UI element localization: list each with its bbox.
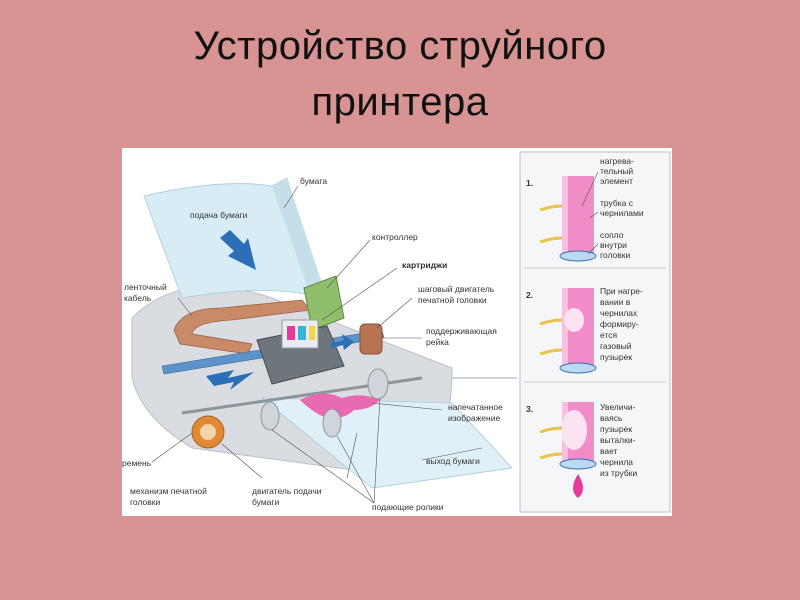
- label-paper: бумага: [300, 176, 327, 186]
- printed-image: [300, 393, 380, 419]
- step-3-line: ваясь: [600, 413, 623, 423]
- label-stepper-2: печатной головки: [418, 295, 487, 305]
- step-2-tube: [539, 288, 597, 374]
- cartridge-yellow: [309, 326, 315, 340]
- label-rail-1: поддерживающая: [426, 326, 497, 336]
- step-3-num: 3.: [526, 404, 533, 414]
- label-printed-1: напечатанное: [448, 402, 503, 412]
- step-3-line: чернила: [600, 457, 633, 467]
- step-2-line: ется: [600, 330, 617, 340]
- step-3-line: пузырек: [600, 424, 632, 434]
- step-3-text: Увеличи- ваясь пузырек выталки- вает чер…: [600, 402, 637, 478]
- title-line-2: принтера: [311, 80, 489, 124]
- step-3-line: Увеличи-: [600, 402, 636, 412]
- label-ribbon-cable-1: ленточный: [124, 282, 167, 292]
- step-2-line: пузырек: [600, 352, 632, 362]
- label-belt: ремень: [122, 458, 152, 468]
- label-output: выход бумаги: [426, 456, 480, 466]
- label-stepper-1: шаговый двигатель: [418, 284, 495, 294]
- label-feed-motor-1: двигатель подачи: [252, 486, 322, 496]
- slide-title: Устройство струйного принтера: [0, 18, 800, 130]
- roller-1: [260, 401, 280, 431]
- step-1-line: нагрева-: [600, 156, 634, 166]
- step-2-line: формиру-: [600, 319, 639, 329]
- step-1-line: элемент: [600, 176, 633, 186]
- label-head-mech-2: головки: [130, 497, 160, 507]
- label-feed-motor-2: бумаги: [252, 497, 280, 507]
- paper-feed-arrow: [220, 230, 256, 270]
- roller-3: [367, 368, 389, 400]
- controller-board: [303, 275, 345, 331]
- label-ribbon-cable-2: кабель: [124, 293, 152, 303]
- step-2-line: При нагре-: [600, 286, 643, 296]
- label-rail-2: рейка: [426, 337, 449, 347]
- ink-drop: [573, 474, 583, 498]
- inset-panel: [519, 151, 671, 513]
- label-printed-2: изображение: [448, 413, 500, 423]
- step-3-tube: [539, 402, 597, 498]
- stepper-motor: [359, 323, 383, 355]
- step-1-num: 1.: [526, 178, 533, 188]
- ribbon-cable: [173, 299, 311, 355]
- label-cartridges: картриджи: [402, 260, 447, 270]
- label-head-mech-1: механизм печатной: [130, 486, 207, 496]
- roller-2: [322, 408, 342, 438]
- step-1-line: внутри: [600, 240, 627, 250]
- step-1-line: трубка с: [600, 198, 634, 208]
- step-1-tube: [539, 176, 597, 262]
- step-1-text: нагрева- тельный элемент трубка с чернил…: [600, 156, 644, 260]
- carriage-arrow-right: [330, 334, 354, 350]
- gear-hub: [200, 424, 216, 440]
- step-2-line: чернилах: [600, 308, 638, 318]
- step-1-line: тельный: [600, 166, 633, 176]
- step-3-line: вает: [600, 446, 618, 456]
- cartridge-cyan: [298, 326, 306, 340]
- step-2-num: 2.: [526, 290, 533, 300]
- step-1-line: чернилами: [600, 208, 644, 218]
- paper-sheet-back: [272, 178, 327, 300]
- label-paper-feed: подача бумаги: [190, 210, 248, 220]
- label-rollers: подающие ролики: [372, 502, 444, 512]
- carriage-arrow-left: [206, 370, 254, 390]
- step-1-line: сопло: [600, 230, 624, 240]
- printer-diagram-svg: бумага подача бумаги контроллер картридж…: [122, 151, 671, 513]
- step-2-line: газовый: [600, 341, 632, 351]
- printer-diagram: бумага подача бумаги контроллер картридж…: [122, 148, 672, 516]
- step-2-line: вании в: [600, 297, 631, 307]
- leader-lines: [151, 185, 517, 504]
- label-controller: контроллер: [372, 232, 418, 242]
- step-2-text: При нагре- вании в чернилах формиру- етс…: [600, 286, 643, 362]
- step-3-line: выталки-: [600, 435, 636, 445]
- step-3-line: из трубки: [600, 468, 637, 478]
- title-line-1: Устройство струйного: [193, 24, 607, 68]
- inset-leaders: [581, 171, 599, 255]
- step-1-line: головки: [600, 250, 630, 260]
- cartridge-magenta: [287, 326, 295, 340]
